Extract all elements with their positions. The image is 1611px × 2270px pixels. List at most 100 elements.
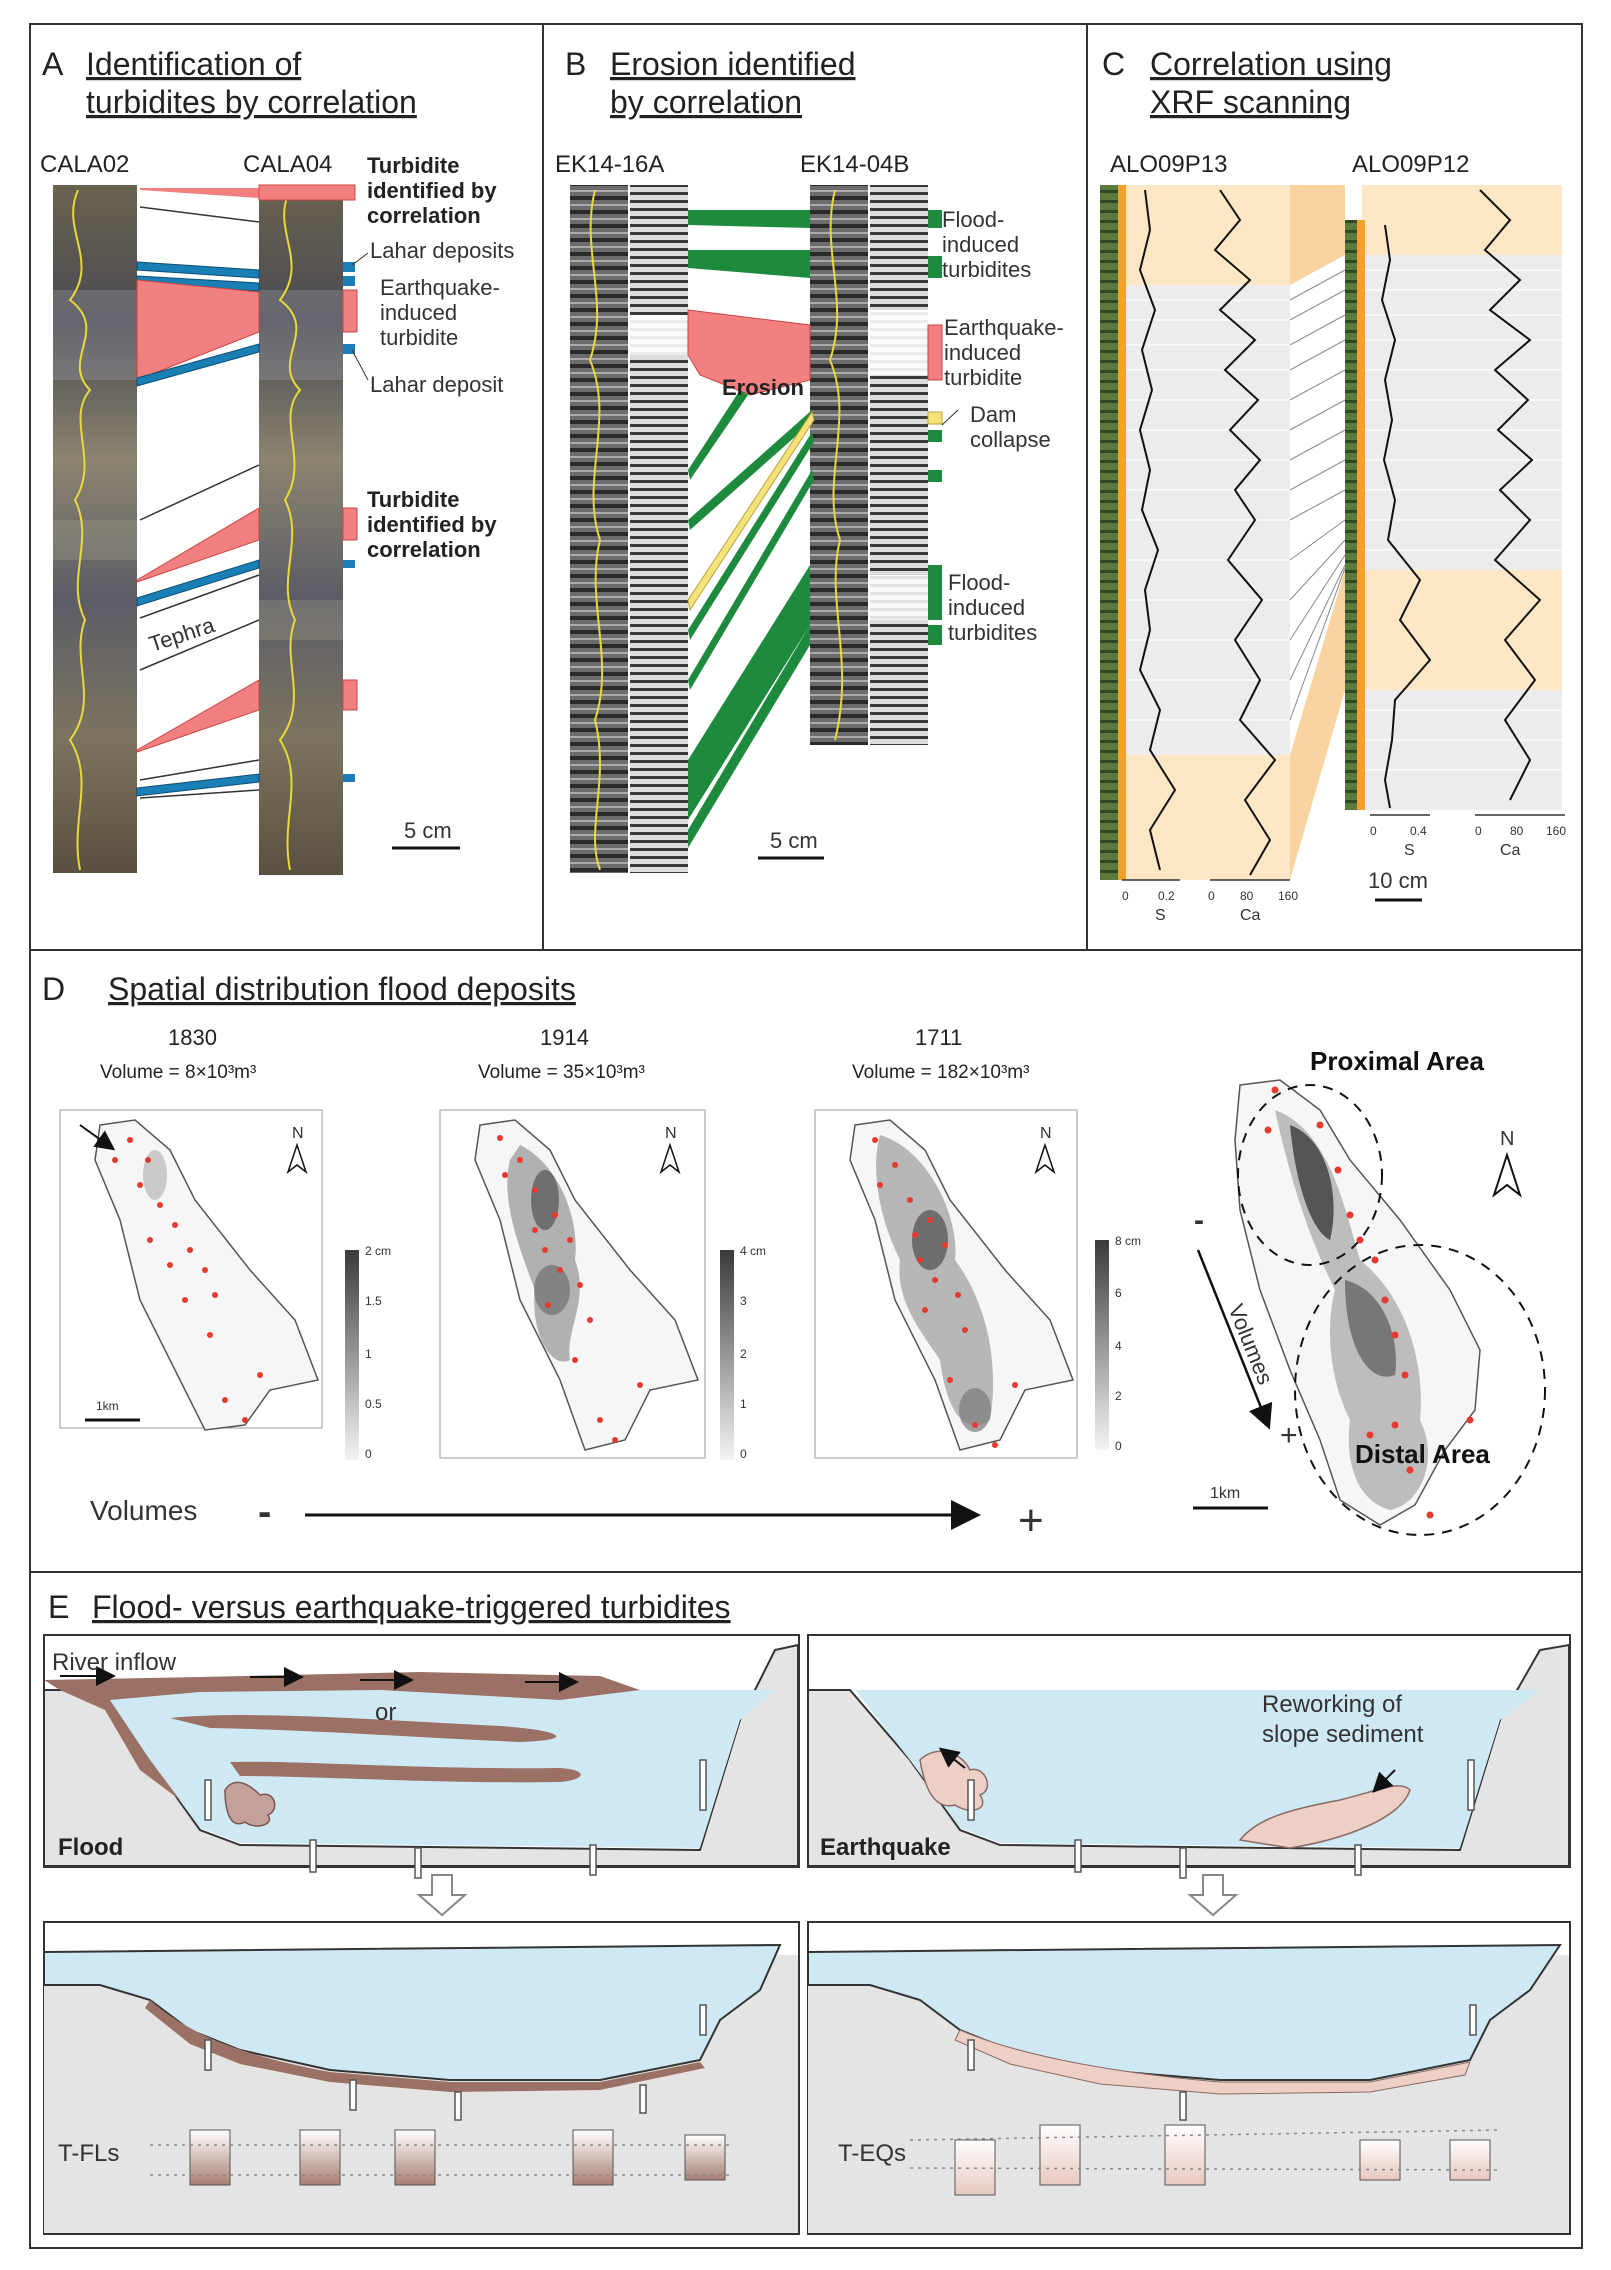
legend-3-2: 4 <box>1115 1339 1122 1353</box>
sample-points-1 <box>112 1137 263 1423</box>
legend-2-1: 3 <box>740 1294 747 1308</box>
label-flood: Flood <box>58 1834 123 1861</box>
down-arrow-flood-icon <box>416 1874 468 1917</box>
legend-bar-1 <box>345 1250 359 1460</box>
axis-left-s: S <box>1155 907 1166 924</box>
panel-e-title: Flood- versus earthquake-triggered turbi… <box>92 1589 731 1625</box>
legend-bar-2 <box>720 1250 734 1460</box>
north-3-label: N <box>1040 1125 1052 1142</box>
label-turbidite-1-l3: correlation <box>367 203 481 228</box>
proximal-circle <box>1237 1084 1383 1266</box>
axis-right-s: S <box>1404 842 1415 859</box>
tick-left-ca-2: 160 <box>1278 889 1298 903</box>
label-earthquake: Earthquake <box>820 1834 951 1861</box>
tick-right-ca-0: 0 <box>1475 824 1482 838</box>
magnetic-curve-ek14-16a <box>588 189 604 871</box>
panel-d-title: Spatial distribution flood deposits <box>108 971 576 1007</box>
lake-outline-1 <box>94 1119 320 1431</box>
north-arrow-2-icon <box>659 1142 681 1175</box>
scale-map-1: 1km <box>96 1399 119 1413</box>
core-cala02 <box>53 185 137 873</box>
label-eq-b-l1: Earthquake- <box>944 315 1064 340</box>
core-texture-a <box>53 290 343 640</box>
volumes-minus: - <box>258 1490 271 1534</box>
scale-a: 5 cm <box>404 818 452 843</box>
panel-b-title-line1: Erosion identified <box>610 46 855 82</box>
sample-points-summary <box>1264 1086 1474 1519</box>
label-proximal-area: Proximal Area <box>1310 1046 1484 1076</box>
panel-a: A Identification of turbidites by correl… <box>40 46 514 875</box>
label-eq-b-l3: turbidite <box>944 365 1022 390</box>
core-alo09p12-label: ALO09P12 <box>1352 151 1469 178</box>
xrf-ca-curve-right <box>1479 189 1542 801</box>
north-summary-label: N <box>1500 1128 1514 1150</box>
label-reworking-l1: Reworking of <box>1262 1691 1402 1718</box>
summary-volume-arrow <box>1196 1249 1273 1430</box>
xrf-s-curve-right <box>1380 224 1432 809</box>
label-flood-b2-l1: Flood- <box>948 570 1010 595</box>
axis-right-ca: Ca <box>1500 842 1521 859</box>
panel-b-letter: B <box>565 46 586 82</box>
core-ek14-04b-ct <box>870 185 928 745</box>
panel-a-letter: A <box>42 46 64 82</box>
scale-b: 5 cm <box>770 828 818 853</box>
label-turbidite-1-l2: identified by <box>367 178 497 203</box>
label-flood-b2-l3: turbidites <box>948 620 1037 645</box>
panel-a-title-line2: turbidites by correlation <box>86 84 417 120</box>
panel-c-title-line1: Correlation using <box>1150 46 1392 82</box>
tick-left-s-1: 0.2 <box>1158 889 1175 903</box>
tick-left-s-0: 0 <box>1122 889 1129 903</box>
core-ek14-16a-ct <box>630 185 688 873</box>
sample-points-3 <box>872 1137 1018 1448</box>
xrf-correlation-lines <box>1289 185 1346 880</box>
sample-points-2 <box>497 1135 643 1443</box>
down-arrow-eq-icon <box>1187 1874 1239 1917</box>
label-reworking-l2: slope sediment <box>1262 1721 1424 1748</box>
label-eq-b-l2: induced <box>944 340 1021 365</box>
proximal-thick <box>1290 1125 1334 1240</box>
core-ek14-04b-label: EK14-04B <box>800 151 909 178</box>
panel-b-title-line2: by correlation <box>610 84 802 120</box>
north-arrow-3-icon <box>1034 1142 1056 1175</box>
river-inflow-arrows <box>60 1666 579 1692</box>
map1-year: 1830 <box>168 1025 217 1050</box>
label-flood-b1-l3: turbidites <box>942 257 1031 282</box>
north-1-label: N <box>292 1125 304 1142</box>
legend-3-3: 2 <box>1115 1389 1122 1403</box>
tick-right-s-1: 0.4 <box>1410 824 1427 838</box>
legend-2-2: 2 <box>740 1347 747 1361</box>
legend-1-3: 0.5 <box>365 1397 382 1411</box>
map3-volume: Volume = 182×10³m³ <box>852 1062 1029 1083</box>
label-lahar-deposit: Lahar deposit <box>370 372 503 397</box>
magnetic-curve-cala04 <box>278 189 302 871</box>
teq-logs <box>909 2124 1501 2196</box>
legend-3-0: 8 cm <box>1115 1234 1141 1248</box>
label-eq-a-l2: induced <box>380 300 457 325</box>
label-eq-a-l3: turbidite <box>380 325 458 350</box>
legend-2-3: 1 <box>740 1397 747 1411</box>
axis-left-ca: Ca <box>1240 907 1261 924</box>
tick-left-ca-0: 0 <box>1208 889 1215 903</box>
xrf-ca-curve-left <box>1213 189 1277 876</box>
legend-bar-3 <box>1095 1240 1109 1450</box>
legend-1-4: 0 <box>365 1447 372 1461</box>
label-turbidite-2-l1: Turbidite <box>367 487 459 512</box>
correlation-bands-a <box>136 184 358 799</box>
legend-3-1: 6 <box>1115 1286 1122 1300</box>
label-flood-b1-l1: Flood- <box>942 207 1004 232</box>
label-teqs: T-EQs <box>838 2140 906 2167</box>
magnetic-curve-cala02 <box>68 189 92 871</box>
figure-frame <box>29 23 1583 2249</box>
label-erosion: Erosion <box>722 375 804 400</box>
label-or: or <box>375 1699 396 1726</box>
summary-minus: - <box>1194 1204 1204 1237</box>
xrf-bands-right <box>1362 185 1562 810</box>
tick-right-ca-2: 160 <box>1546 824 1566 838</box>
core-ek14-04b-photo <box>810 185 868 745</box>
north-arrow-summary-icon <box>1492 1151 1522 1198</box>
label-lahar-deposits: Lahar deposits <box>370 238 514 263</box>
label-flood-b1-l2: induced <box>942 232 1019 257</box>
label-distal-area: Distal Area <box>1355 1439 1490 1469</box>
label-tfls: T-FLs <box>58 2140 119 2167</box>
